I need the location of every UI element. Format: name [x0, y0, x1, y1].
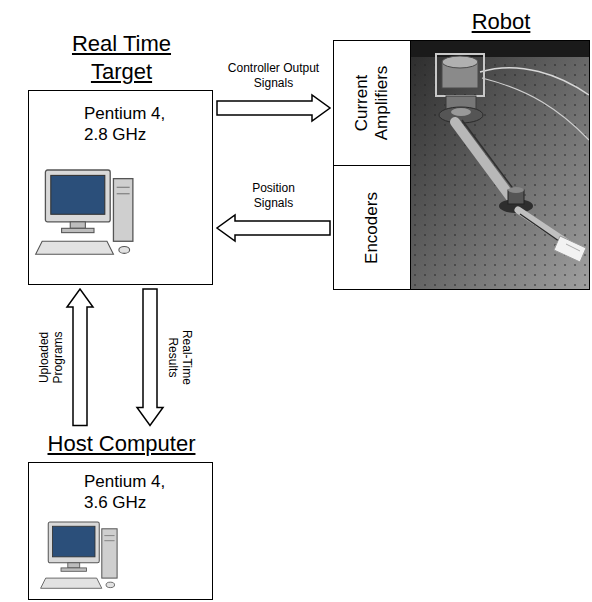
- computer-icon-part: [70, 222, 85, 228]
- box-heading: Host Computer: [22, 430, 222, 458]
- computer-icon-part: [62, 228, 94, 232]
- robot-photo-part: [411, 41, 589, 289]
- computer-icon-part: [41, 578, 102, 588]
- robot-box: Current AmplifiersEncodersRobot: [333, 40, 590, 290]
- robot-photo-part: [451, 108, 471, 116]
- computer-icon-part: [119, 246, 130, 253]
- robot-photo-part: [439, 107, 483, 123]
- signal-label: Position Signals: [239, 181, 309, 210]
- computer-icon-part: [104, 535, 114, 536]
- signal-label: Real-Time Results: [165, 325, 194, 389]
- signal-label: Controller Output Signals: [219, 61, 329, 90]
- computer-icon-part: [68, 563, 80, 568]
- computer-icon-part: [104, 540, 114, 541]
- computer-box: Host ComputerPentium 4, 3.6 GHz: [28, 462, 213, 600]
- block-arrow: [137, 289, 163, 426]
- robot-photo-part: [480, 68, 589, 95]
- robot-photo-part: [518, 210, 566, 242]
- robot-photo-part: [566, 244, 580, 251]
- computer-icon-part: [53, 526, 96, 557]
- signal-label: Uploaded Programs: [36, 325, 65, 389]
- robot-photo-part: [482, 78, 589, 140]
- panel-label: Encoders: [362, 173, 382, 283]
- box-heading: Robot: [411, 8, 591, 36]
- amplifier-panel: Current Amplifiers: [334, 41, 411, 166]
- robot-photo-part: [508, 187, 524, 193]
- robot-photo-part: [554, 236, 586, 262]
- robot-photo-part: [436, 54, 484, 96]
- box-text: Pentium 4, 2.8 GHz: [84, 103, 184, 146]
- block-arrow: [217, 95, 330, 121]
- computer-icon-part: [61, 568, 87, 571]
- computer-icon-part: [48, 522, 99, 563]
- panel-label: Current Amplifiers: [352, 48, 391, 158]
- robot-photo-part: [462, 120, 520, 198]
- computer-icon-part: [117, 193, 130, 194]
- box-text: Pentium 4, 3.6 GHz: [84, 471, 184, 514]
- robot-photo-part: [455, 122, 515, 203]
- box-heading: Real Time Target: [57, 30, 187, 85]
- computer-icon-part: [106, 582, 115, 587]
- computer-icon-part: [36, 241, 114, 254]
- computer-icon-part: [113, 179, 132, 242]
- computer-icon-part: [102, 529, 117, 578]
- encoder-panel: Encoders: [334, 166, 411, 289]
- robot-photo-part: [442, 56, 478, 68]
- robot-photo: [411, 41, 589, 289]
- computer-icon: [36, 170, 133, 254]
- block-arrow: [67, 289, 93, 426]
- computer-icon-part: [117, 187, 130, 188]
- block-arrow: [217, 215, 330, 241]
- computer-icon-part: [51, 175, 105, 214]
- computer-icon: [41, 522, 118, 588]
- robot-photo-part: [411, 41, 589, 289]
- computer-icon-part: [45, 170, 110, 222]
- computer-box: Real Time TargetPentium 4, 2.8 GHz: [28, 90, 213, 285]
